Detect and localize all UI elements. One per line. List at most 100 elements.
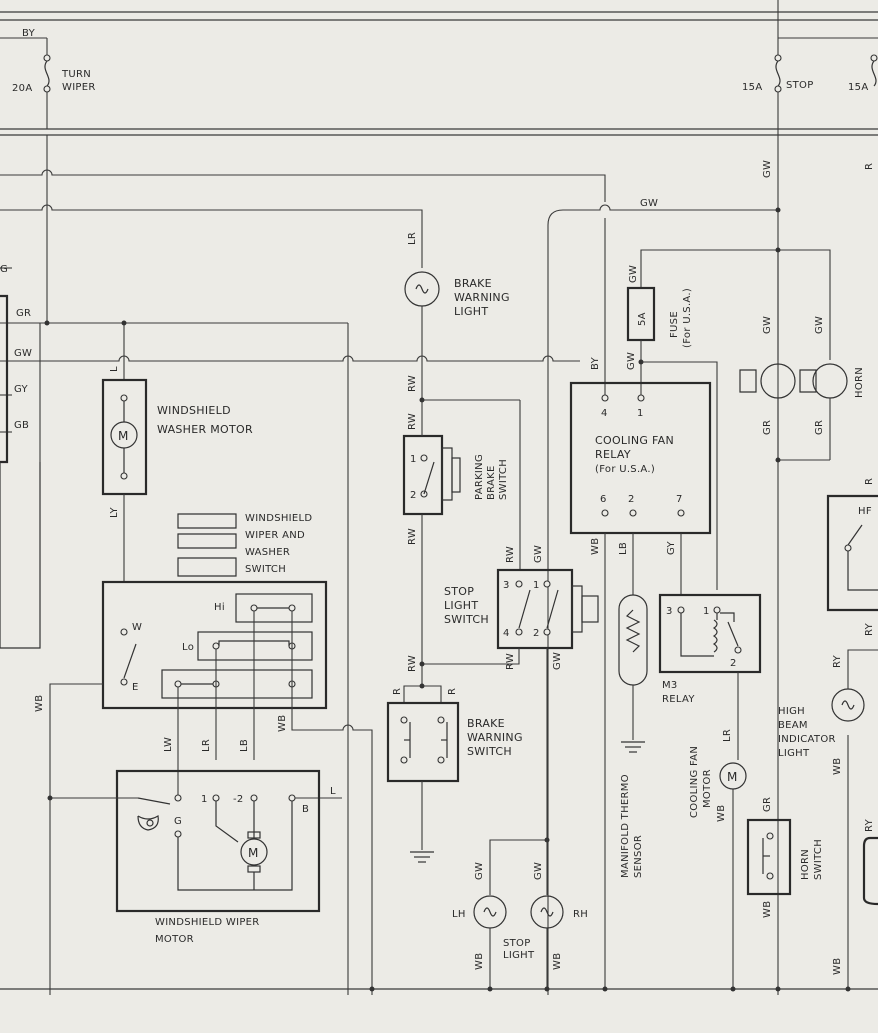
manifold-label-2: SENSOR: [633, 835, 644, 878]
wire-gy-label-2: GY: [666, 540, 677, 555]
sl-label-1: STOP: [444, 585, 474, 598]
manifold-label-1: MANIFOLD THERMO: [620, 774, 631, 878]
wws-e: E: [132, 682, 139, 693]
stop-light-label-1: STOP: [503, 938, 531, 949]
wire-ry-label-3: RY: [864, 818, 875, 832]
washer-motor-label-1: WINDSHIELD: [157, 404, 231, 417]
washer-motor: L M LY WINDSHIELD WASHER MOTOR: [101, 355, 253, 582]
stop-light-lh: LH: [452, 909, 466, 920]
wire-lr-label-3: LR: [722, 729, 733, 742]
fuse-5a-label-2: (For U.S.A.): [682, 288, 693, 348]
top-bus: [0, 11, 878, 136]
wire-gw-label-6: GW: [626, 352, 637, 370]
hb-label-1: HIGH: [778, 706, 805, 717]
m3-label-2: RELAY: [662, 694, 695, 705]
wiper-washer-switch: WINDSHIELD WIPER AND WASHER SWITCH W E H…: [34, 513, 328, 995]
stop-lights: GW GW WB WB LH RH STOP LIGHT: [452, 837, 588, 989]
wire-lb-label: LB: [239, 739, 250, 752]
horn-switch: GR WB HORN SWITCH: [746, 797, 824, 918]
stop-light-label-2: LIGHT: [503, 950, 535, 961]
cfr-label-3: (For U.S.A.): [595, 464, 655, 475]
brake-warning-light-label-2: WARNING: [454, 291, 510, 304]
pb-label-2: BRAKE: [486, 465, 497, 500]
washer-motor-label-2: WASHER MOTOR: [157, 423, 253, 436]
wire-wb-label-5: WB: [762, 901, 773, 918]
hb-label-2: BEAM: [778, 720, 808, 731]
wire-l-label-2: L: [330, 786, 336, 797]
wws-lo: Lo: [182, 642, 194, 653]
wire-g-label: G: [0, 264, 8, 275]
sl-pin-2: 2: [533, 628, 540, 639]
wm-pin-2: -2: [233, 794, 244, 805]
wiper-motor: LW LR LB WB L 1 -2 B G M WINDSHIELD WIPE…: [47, 708, 373, 995]
wire-wb-label-sl2: WB: [552, 953, 563, 970]
wire-gw-label-7: GW: [762, 160, 773, 178]
brake-warning-light-label-1: BRAKE: [454, 277, 492, 290]
horn-label: HORN: [854, 367, 865, 398]
fuse-name-wiper: WIPER: [62, 82, 96, 93]
brake-warning-switch: RW R R BRAKE WARNING SWITCH: [386, 655, 522, 863]
wire-gr-label-h1: GR: [762, 420, 773, 435]
main-wires: [0, 135, 878, 995]
cfr-pin-6: 6: [600, 494, 607, 505]
brake-warning-light-label-3: LIGHT: [454, 305, 488, 318]
wire-gw-label-4: GW: [533, 862, 544, 880]
cfr-label-2: RELAY: [595, 448, 631, 461]
wire-r-label-1: R: [392, 688, 403, 695]
wire-gr-label: GR: [16, 308, 31, 319]
hb-label-4: LIGHT: [778, 748, 810, 759]
manifold-sensor: MANIFOLD THERMO SENSOR: [618, 594, 648, 878]
bottom-junctions: [369, 986, 851, 992]
high-beam-group: RY RY RY R WB WB HF HIGH BEAM INDICATOR …: [778, 478, 878, 989]
wm-b: B: [302, 804, 309, 815]
m3-pin-1: 1: [703, 606, 710, 617]
cfr-pin-1: 1: [637, 408, 644, 419]
wm-label-1: WINDSHIELD WIPER: [155, 917, 260, 928]
brake-warning-light: LR BRAKE WARNING LIGHT RW: [404, 232, 521, 570]
wire-rw-label-2: RW: [407, 413, 418, 430]
wire-rw-label-5: RW: [505, 653, 516, 670]
wire-gw-label-5: GW: [628, 265, 639, 283]
wire-gw-label-9: GW: [814, 316, 825, 334]
wire-wb-label-6: WB: [832, 758, 843, 775]
wire-wb-label-4: WB: [716, 805, 727, 822]
wws-w: W: [132, 622, 142, 633]
wire-lr-label-2: LR: [201, 739, 212, 752]
cfr-label-1: COOLING FAN: [595, 434, 674, 447]
wire-gy-label: GY: [14, 384, 29, 395]
cfr-pin-4: 4: [601, 408, 608, 419]
wm-m: M: [248, 846, 259, 860]
wire-lw-label: LW: [163, 737, 174, 752]
wire-rw-label-4: RW: [505, 546, 516, 563]
hf-label: HF: [858, 506, 872, 517]
stop-light-switch: 3 4 1 2 RW GW RW GW STOP LIGHT SWITCH: [422, 545, 599, 840]
fuse-rating-15a-right: 15A: [848, 82, 868, 93]
wire-wb-label-sl1: WB: [474, 953, 485, 970]
wire-gw-label-left: GW: [14, 348, 32, 359]
fuse-5a-label-1: FUSE: [669, 311, 680, 338]
cooling-fan-motor: M COOLING FAN MOTOR WB: [689, 746, 747, 989]
wire-l-label-1: L: [109, 366, 120, 372]
fuse-name-stop: STOP: [786, 80, 814, 91]
wire-ry-label-1: RY: [832, 654, 843, 668]
sl-pin-3: 3: [503, 580, 510, 591]
wire-lb-label-2: LB: [618, 542, 629, 555]
wws-label-1: WINDSHIELD: [245, 513, 312, 524]
wire-lr-label: LR: [407, 232, 418, 245]
wire-gr-label-hs: GR: [762, 797, 773, 812]
wire-ry-label-2: RY: [864, 622, 875, 636]
wm-pin-1: 1: [201, 794, 208, 805]
fuse-stop: 15A STOP: [742, 0, 814, 995]
horns: GW GW GW GR GR HORN R: [739, 160, 875, 463]
fuse-rating-15a-stop: 15A: [742, 82, 762, 93]
left-wire-labels: G GR GW GY GB: [0, 264, 127, 431]
hb-label-3: INDICATOR: [778, 734, 836, 745]
m3-label-1: M3: [662, 680, 678, 691]
wire-gw-label-2: GW: [552, 652, 563, 670]
cfm-m: M: [727, 770, 738, 784]
stop-light-rh: RH: [573, 909, 588, 920]
sl-pin-4: 4: [503, 628, 510, 639]
sl-label-2: LIGHT: [444, 599, 478, 612]
wire-gb-label: GB: [14, 420, 29, 431]
